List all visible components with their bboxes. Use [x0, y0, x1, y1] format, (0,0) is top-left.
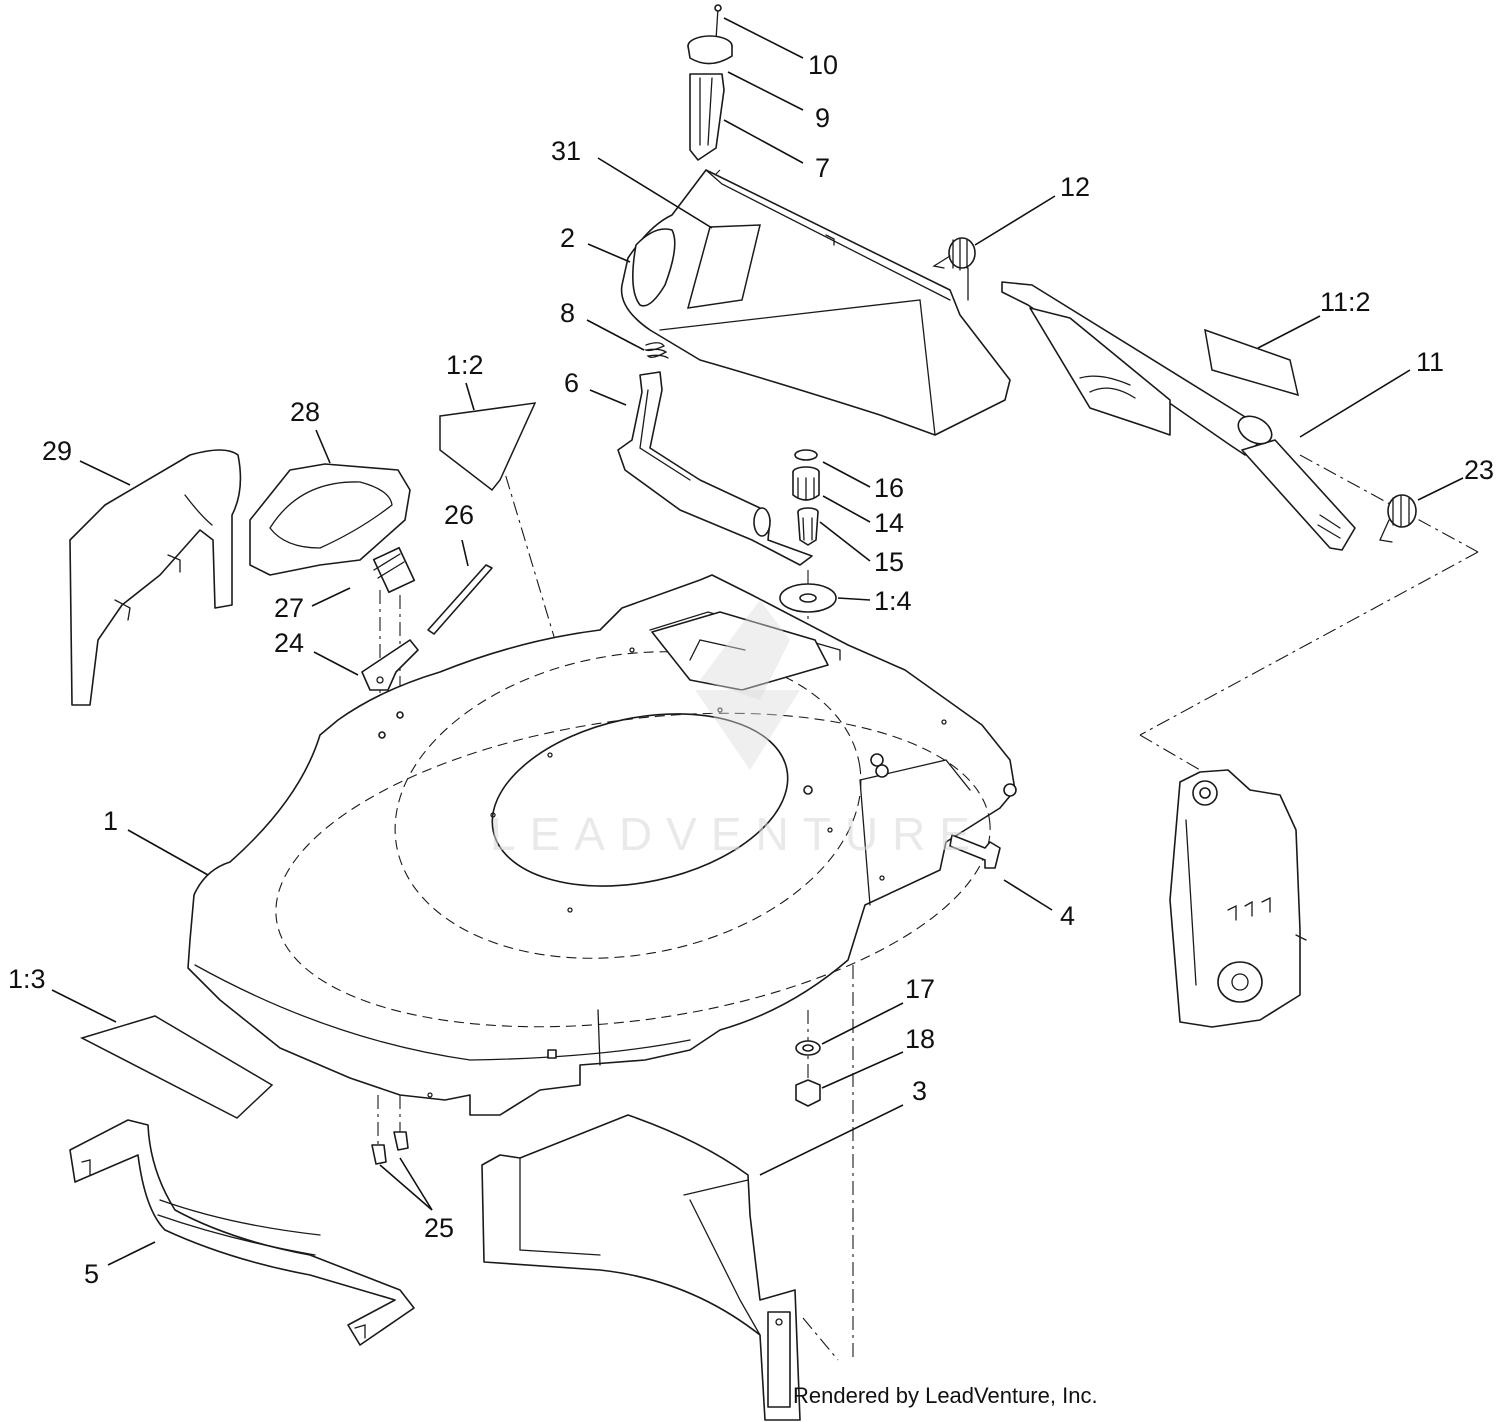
callout-11-2: 11:2 [1320, 287, 1371, 317]
callout-14: 14 [874, 508, 904, 538]
latch-hinge-group [361, 546, 493, 691]
leader-lines [51, 17, 1464, 1266]
callout-31: 31 [551, 136, 581, 166]
spring-23 [1379, 494, 1417, 543]
discharge-chute-3 [481, 1114, 801, 1421]
callout-16: 16 [874, 473, 904, 503]
callout-7: 7 [815, 153, 830, 183]
door-bracket-6 [617, 371, 813, 566]
callout-15: 15 [874, 547, 904, 577]
callout-6: 6 [564, 368, 579, 398]
screws-25 [371, 1131, 409, 1165]
callout-1-3: 1:3 [8, 964, 46, 994]
render-credit: Rendered by LeadVenture, Inc. [793, 1383, 1098, 1408]
callout-25: 25 [424, 1213, 454, 1243]
callout-5: 5 [84, 1259, 99, 1289]
snap-cover-28 [249, 463, 411, 576]
callouts: 10 9 7 31 12 2 11:2 8 11 1:2 6 28 29 23 … [8, 50, 1494, 1289]
callout-10: 10 [808, 50, 838, 80]
callout-1-2: 1:2 [446, 350, 484, 380]
callout-27: 27 [274, 593, 304, 623]
callout-1: 1 [103, 806, 118, 836]
callout-24: 24 [274, 628, 304, 658]
callout-4: 4 [1060, 901, 1075, 931]
decal-1-3 [80, 1015, 274, 1119]
decal-1-4 [779, 583, 837, 613]
watermark-text: LEADVENTURE [490, 808, 984, 860]
callout-12: 12 [1060, 172, 1090, 202]
callout-3: 3 [912, 1076, 927, 1106]
height-adjust-plate [1169, 769, 1307, 1028]
mower-deck [187, 574, 1017, 1116]
spring-8 [643, 342, 669, 359]
latch-assembly [687, 4, 733, 161]
callout-1-4: 1:4 [874, 586, 912, 616]
decal-31 [686, 224, 761, 309]
callout-8: 8 [560, 298, 575, 328]
callout-11: 11 [1416, 347, 1444, 377]
watermark: LEADVENTURE [490, 600, 984, 860]
callout-23: 23 [1464, 455, 1494, 485]
skid-bracket-5 [69, 1119, 415, 1346]
bolt-4 [949, 834, 1001, 869]
callout-28: 28 [290, 397, 320, 427]
height-adjuster-stack [792, 449, 820, 546]
rear-door [620, 169, 1011, 436]
callout-17: 17 [905, 974, 935, 1004]
callout-26: 26 [444, 500, 474, 530]
decal-1-2 [439, 402, 537, 492]
callout-18: 18 [905, 1024, 935, 1054]
callout-29: 29 [42, 436, 72, 466]
side-cover-29 [69, 449, 242, 706]
washer-nut [795, 1040, 821, 1107]
spring-12 [932, 237, 976, 301]
callout-9: 9 [815, 103, 830, 133]
callout-2: 2 [560, 223, 575, 253]
rear-rod-11 [1001, 281, 1356, 551]
decal-11-2 [1204, 328, 1300, 397]
